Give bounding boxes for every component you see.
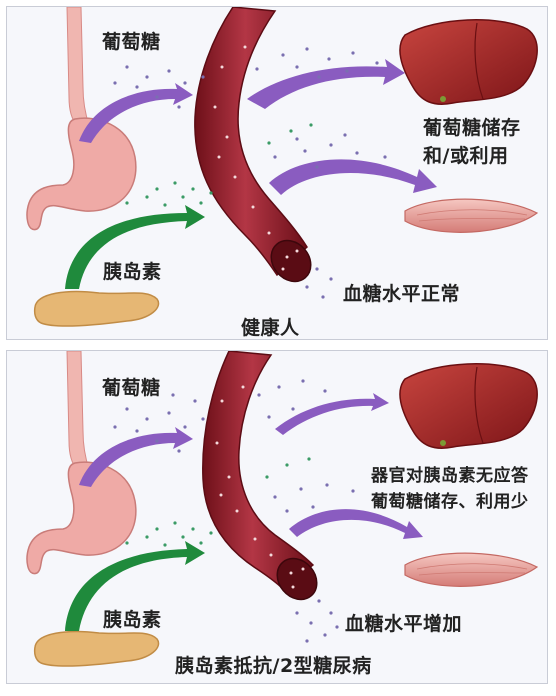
healthy-panel: 葡萄糖 胰岛素 葡萄糖储存 和/或利用 血糖水平正常 健康人 [6, 6, 548, 340]
blood-vessel [202, 351, 315, 591]
esophagus [66, 351, 90, 470]
muscle [404, 198, 539, 233]
healthy-illustration [26, 7, 539, 327]
blood-sugar-label: 血糖水平增加 [345, 613, 463, 635]
glucose-arrow-to-liver [275, 393, 389, 435]
glucose-label: 葡萄糖 [102, 31, 161, 53]
stomach [26, 461, 137, 575]
glucose-arrow-to-muscle [289, 509, 423, 539]
pancreas [33, 290, 160, 327]
insulin-dots [125, 457, 311, 547]
glucose-arrow-to-muscle [269, 159, 437, 195]
blood-sugar-label: 血糖水平正常 [343, 283, 461, 305]
glucose-arrow-to-blood [79, 427, 193, 487]
glucose-arrow-to-liver [247, 59, 405, 109]
insulin-resistance-illustration [26, 351, 539, 667]
panel-caption: 胰岛素抵抗/2型糖尿病 [175, 655, 372, 677]
liver [399, 363, 538, 449]
insulin-arrow [65, 541, 205, 631]
glucose-arrow-to-blood [79, 83, 193, 143]
glucose-dots [113, 379, 355, 643]
insulin-label: 胰岛素 [103, 609, 162, 631]
pancreas [33, 630, 160, 667]
liver [399, 19, 538, 105]
insulin-label: 胰岛素 [103, 261, 162, 283]
insulin-dots [125, 123, 313, 207]
organ-effect-line1: 葡萄糖储存 [423, 117, 521, 139]
stomach [26, 117, 137, 231]
organ-effect-line2: 葡萄糖储存、利用少 [371, 492, 529, 512]
glucose-label: 葡萄糖 [102, 377, 161, 399]
insulin-arrow [65, 205, 205, 289]
glucose-dots [113, 47, 387, 299]
insulin-resistance-panel: 葡萄糖 胰岛素 器官对胰岛素无应答 葡萄糖储存、利用少 血糖水平增加 胰岛素抵抗… [6, 350, 548, 684]
blood-vessel [194, 7, 308, 277]
panel-caption: 健康人 [241, 317, 300, 339]
esophagus [66, 7, 90, 126]
muscle [404, 552, 539, 587]
organ-effect-line2: 和/或利用 [423, 145, 509, 167]
organ-effect-line1: 器官对胰岛素无应答 [371, 466, 529, 486]
